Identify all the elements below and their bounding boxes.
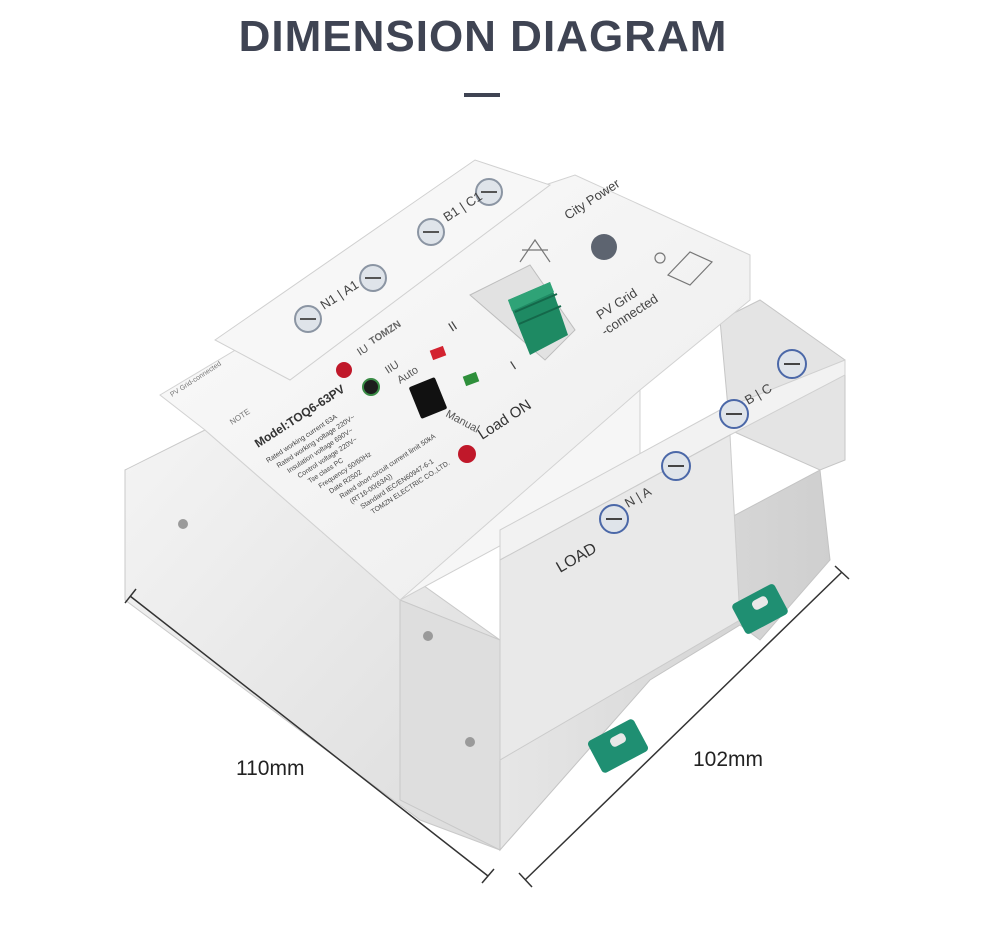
mode-switch[interactable] xyxy=(409,377,448,419)
screw-c1 xyxy=(475,178,503,206)
screw-b1 xyxy=(417,218,445,246)
screw-c xyxy=(777,349,807,379)
indicator-iiu-led xyxy=(362,378,380,396)
screw-b xyxy=(719,399,749,429)
din-clip-left[interactable] xyxy=(587,718,650,774)
manual-indicator xyxy=(462,371,480,387)
screw-a xyxy=(661,451,691,481)
title-underline xyxy=(464,93,500,97)
din-clip-right[interactable] xyxy=(731,583,789,636)
switch-symbol-icon xyxy=(591,234,617,260)
width-dimension-label: 110mm xyxy=(236,757,305,780)
screw-n xyxy=(599,504,629,534)
page-title: DIMENSION DIAGRAM xyxy=(238,12,728,61)
dimension-line-width xyxy=(124,588,495,884)
indicator-iu-led xyxy=(336,362,352,378)
breaker-handle xyxy=(508,282,568,355)
auto-indicator xyxy=(429,345,447,361)
mount-hole xyxy=(178,519,188,529)
position-i-label: I xyxy=(507,358,518,373)
load-on-led xyxy=(458,445,476,463)
screw-n1 xyxy=(294,305,322,333)
depth-dimension-label: 102mm xyxy=(693,748,764,771)
power-tower-icon xyxy=(519,238,551,263)
mount-hole xyxy=(423,631,433,641)
mount-hole xyxy=(465,737,475,747)
screw-a1 xyxy=(359,264,387,292)
solar-panel-icon xyxy=(654,251,714,286)
dimension-line-depth xyxy=(518,565,850,888)
